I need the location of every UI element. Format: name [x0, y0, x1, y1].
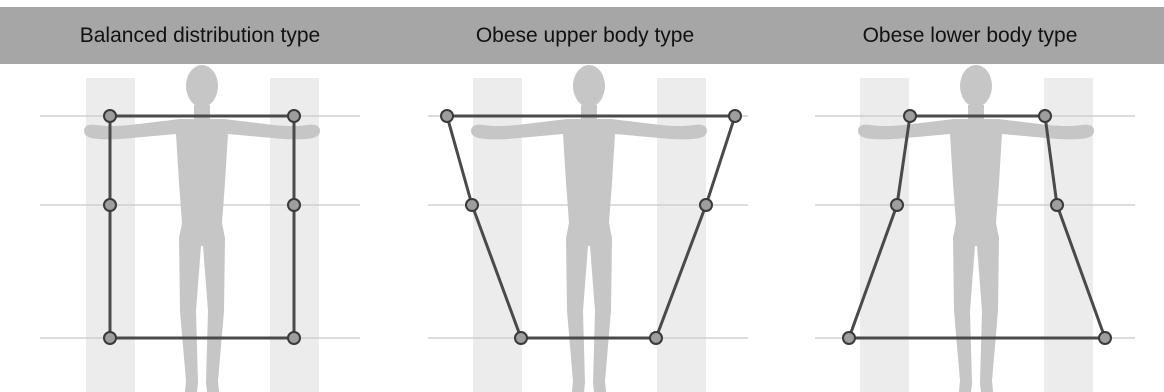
node-shoulder-left: [441, 110, 453, 122]
panel-lower: [815, 65, 1135, 392]
node-shoulder-right: [729, 110, 741, 122]
node-hip-right: [288, 332, 300, 344]
node-hip-left: [104, 332, 116, 344]
node-waist-left: [891, 199, 903, 211]
panel-upper: [428, 65, 748, 392]
node-waist-right: [1051, 199, 1063, 211]
node-waist-right: [700, 199, 712, 211]
panel-balanced: [40, 65, 360, 392]
node-waist-left: [104, 199, 116, 211]
node-hip-left: [515, 332, 527, 344]
node-hip-right: [1099, 332, 1111, 344]
node-shoulder-left: [104, 110, 116, 122]
node-shoulder-right: [288, 110, 300, 122]
node-shoulder-right: [1039, 110, 1051, 122]
node-waist-left: [466, 199, 478, 211]
node-hip-right: [650, 332, 662, 344]
node-hip-left: [843, 332, 855, 344]
node-waist-right: [288, 199, 300, 211]
node-shoulder-left: [904, 110, 916, 122]
